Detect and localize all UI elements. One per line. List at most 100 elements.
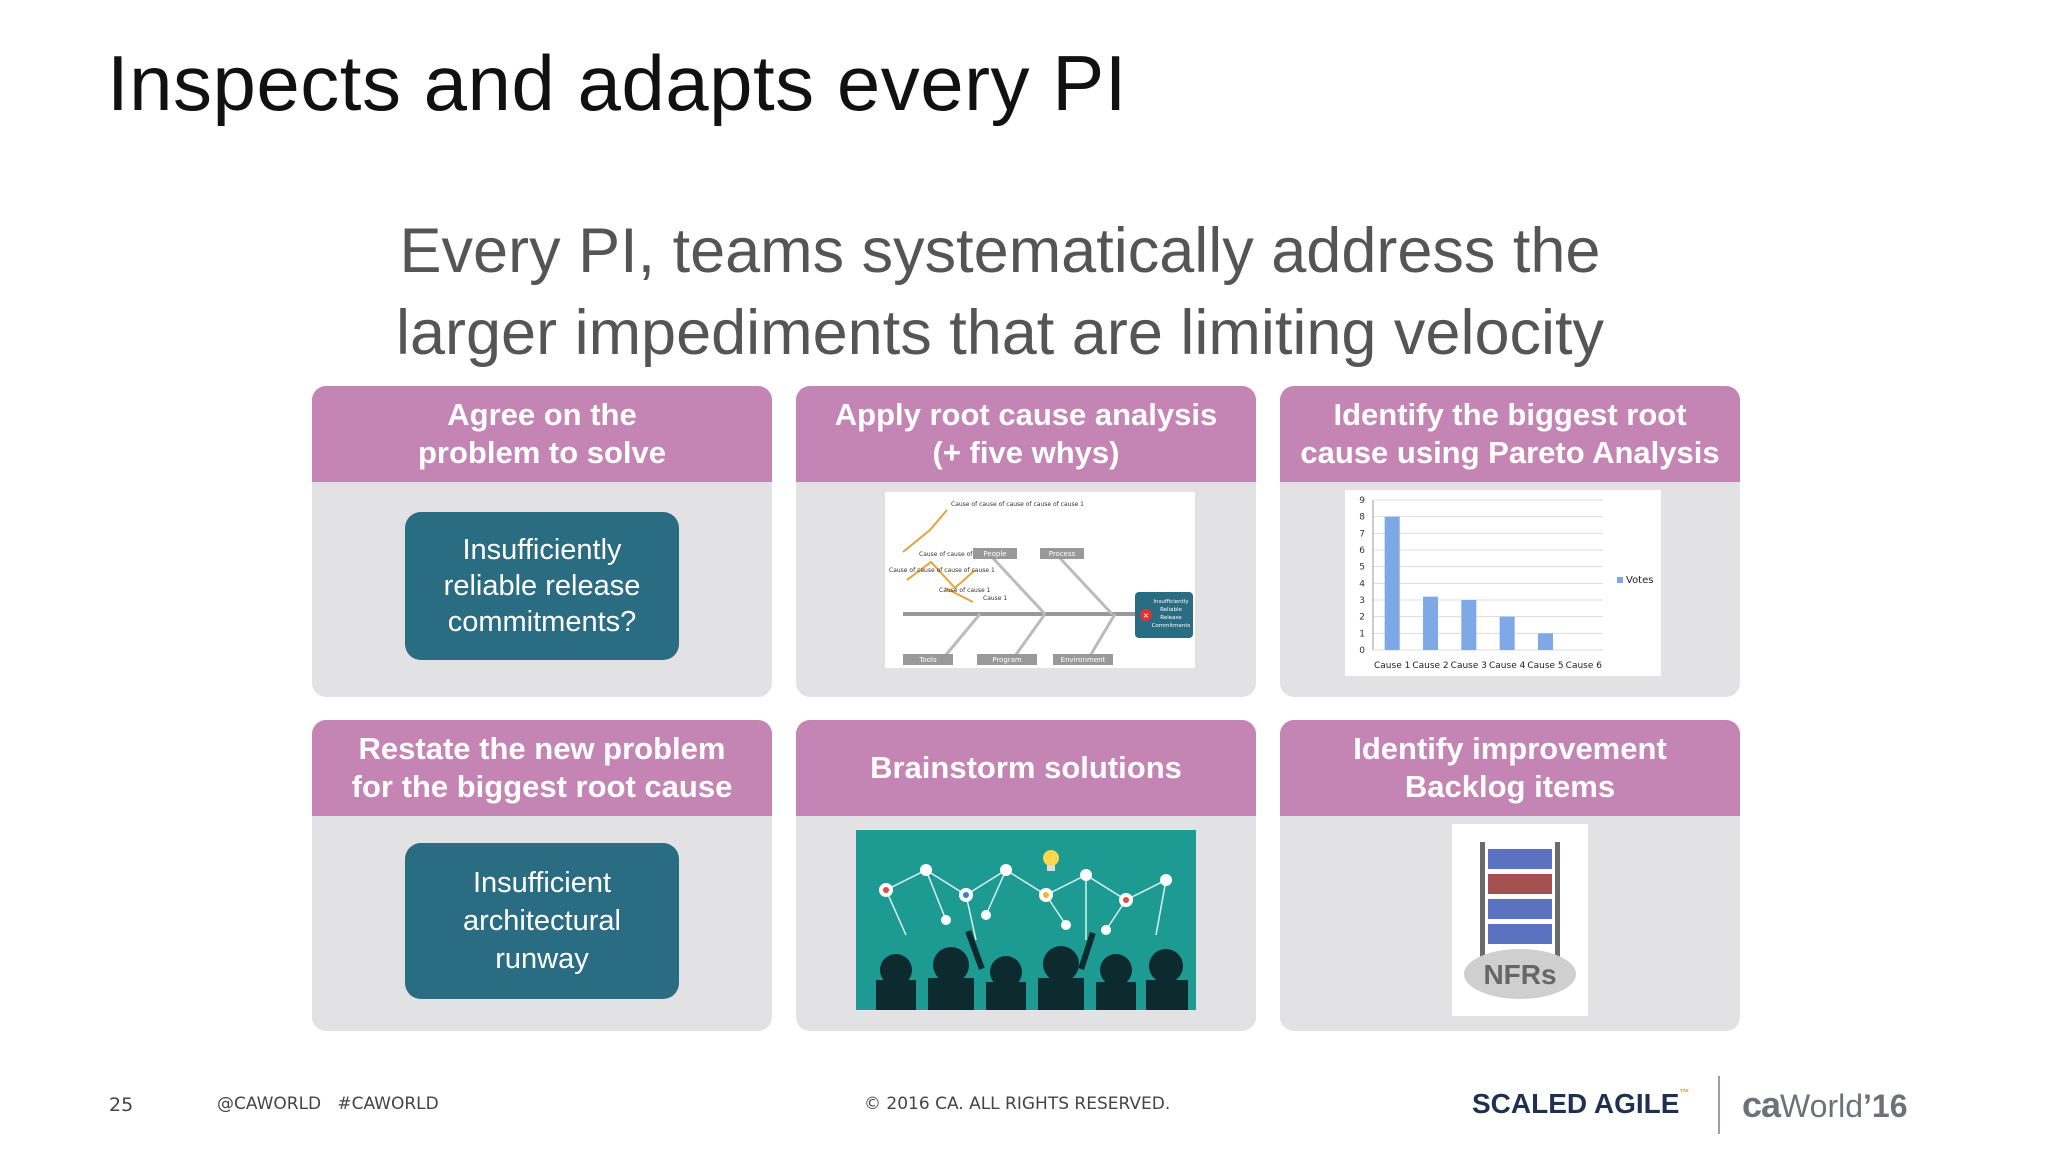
- bone-environment: [1088, 613, 1117, 657]
- card-header-line-2: (+ five whys): [932, 435, 1120, 470]
- y-tick-label: 1: [1359, 629, 1365, 639]
- backlog-rail-right: [1555, 842, 1560, 964]
- idea-network-lines: [885, 869, 1167, 941]
- category-process-box: [1040, 548, 1084, 559]
- x-tick-label: Cause 1: [1374, 661, 1410, 671]
- nfr-label: NFRs: [1483, 959, 1556, 990]
- ca-wordmark: ca: [1742, 1084, 1781, 1125]
- audience-silhouettes: [876, 930, 1188, 1010]
- legend-swatch: [1617, 577, 1623, 583]
- category-environment: Environment: [1061, 656, 1106, 664]
- card-header-line-1: Agree on the: [447, 397, 637, 432]
- bar-cause-5: [1538, 633, 1553, 650]
- card-header-line-1: Apply root cause analysis: [834, 397, 1218, 432]
- cause-label-1: Cause of cause of cause of cause of caus…: [951, 501, 1084, 508]
- card-header: Restate the new problem for the biggest …: [312, 720, 772, 816]
- card-header: Apply root cause analysis (+ five whys): [796, 386, 1256, 482]
- card-header-line-2: problem to solve: [417, 435, 667, 470]
- bar-cause-4: [1499, 616, 1515, 650]
- logo-divider: [1718, 1076, 1720, 1134]
- scaled-agile-wordmark: SCALED AGILE: [1472, 1088, 1680, 1119]
- category-tools: Tools: [918, 656, 937, 664]
- bone-process: [1055, 553, 1114, 616]
- card-header: Identify the biggest root cause using Pa…: [1280, 386, 1740, 482]
- nfr-svg: NFRs: [1464, 842, 1576, 999]
- card-brainstorm-solutions: Brainstorm solutions: [796, 720, 1256, 1031]
- problem-line-2: reliable release: [443, 570, 641, 602]
- x-tick-label: Cause 5: [1527, 661, 1563, 671]
- scaled-agile-tm: ™: [1679, 1088, 1690, 1099]
- brainstorm-illustration: [856, 830, 1196, 1010]
- effect-line-4: Commitments: [1152, 623, 1191, 629]
- cause-label-3: Cause of cause of cause of cause 1: [889, 567, 995, 574]
- y-tick-label: 5: [1359, 563, 1365, 573]
- category-tools-box: [903, 654, 953, 665]
- y-tick-label: 0: [1359, 646, 1365, 656]
- card-header-line-1: Brainstorm solutions: [870, 750, 1182, 785]
- backlog-item-3: [1488, 899, 1552, 919]
- backlog-item-1: [1488, 849, 1552, 869]
- y-tick-label: 8: [1359, 513, 1365, 523]
- card-agree-problem: Agree on the problem to solve Insufficie…: [312, 386, 772, 697]
- error-icon: [1140, 609, 1152, 621]
- problem-line-1: Insufficiently: [462, 534, 622, 566]
- ca-world-logo: caWorld’16: [1742, 1084, 1908, 1126]
- y-tick-label: 3: [1359, 596, 1365, 606]
- world-year: ’16: [1863, 1088, 1908, 1124]
- cause-label-2: Cause of cause of cause 1: [919, 551, 998, 558]
- backlog-item-2: [1488, 874, 1552, 894]
- card-header: Identify improvement Backlog items: [1280, 720, 1740, 816]
- card-root-cause-analysis: Apply root cause analysis (+ five whys) …: [796, 386, 1256, 697]
- bar-cause-3: [1461, 600, 1477, 650]
- effect-line-1: Insufficiently: [1153, 599, 1189, 605]
- svg-text:×: ×: [1143, 611, 1150, 620]
- five-whys-arrow-3: [944, 587, 974, 603]
- scaled-agile-logo: SCALED AGILE™: [1472, 1088, 1689, 1120]
- five-whys-arrow-2: [906, 560, 976, 590]
- nfr-ellipse: [1464, 949, 1576, 999]
- card-header-line-2: for the biggest root cause: [351, 769, 733, 804]
- subtitle-line-2: larger impediments that are limiting vel…: [396, 298, 1604, 368]
- cause-label-5: Cause 1: [983, 595, 1007, 602]
- problem-line-3: commitments?: [447, 606, 637, 638]
- restated-line-1: Insufficient: [472, 867, 612, 899]
- five-whys-arrow-1: [902, 509, 948, 553]
- y-tick-label: 4: [1359, 579, 1365, 589]
- bone-people: [988, 553, 1047, 616]
- x-tick-label: Cause 2: [1412, 661, 1448, 671]
- idea-accent-nodes: [883, 887, 1129, 903]
- y-tick-label: 6: [1359, 546, 1365, 556]
- restated-line-3: runway: [495, 943, 589, 975]
- x-tick-label: Cause 6: [1566, 661, 1603, 671]
- y-tick-label: 9: [1359, 496, 1365, 506]
- bone-program: [1013, 613, 1047, 657]
- effect-line-2: Reliable: [1160, 607, 1182, 613]
- cause-label-4: Cause of cause 1: [939, 587, 991, 594]
- restated-problem-box: Insufficient architectural runway: [405, 843, 679, 999]
- problem-statement-box: Insufficiently reliable release commitme…: [405, 512, 679, 660]
- x-tick-label: Cause 3: [1451, 661, 1487, 671]
- nfr-backlog-illustration: NFRs: [1452, 824, 1588, 1016]
- world-wordmark: World: [1780, 1088, 1864, 1124]
- card-improvement-backlog: Identify improvement Backlog items NFRs: [1280, 720, 1740, 1031]
- effect-line-3: Release: [1160, 615, 1182, 621]
- backlog-rail-left: [1480, 842, 1485, 964]
- card-header-line-2: Backlog items: [1404, 769, 1616, 804]
- lightbulb-icon: [1043, 850, 1059, 866]
- category-program: Program: [992, 656, 1022, 664]
- category-people: People: [983, 550, 1006, 558]
- copyright: © 2016 CA. ALL RIGHTS RESERVED.: [864, 1094, 1171, 1114]
- social-handles: @CAWORLD #CAWORLD: [217, 1094, 439, 1114]
- legend-label: Votes: [1626, 575, 1653, 586]
- page-number: 25: [109, 1094, 134, 1116]
- bone-tools: [943, 613, 982, 657]
- category-process: Process: [1049, 550, 1076, 558]
- category-program-box: [977, 654, 1037, 665]
- bar-cause-1: [1384, 516, 1400, 650]
- card-header-line-2: cause using Pareto Analysis: [1300, 435, 1720, 470]
- y-tick-label: 7: [1359, 529, 1365, 539]
- subtitle-line-1: Every PI, teams systematically address t…: [399, 216, 1601, 286]
- backlog-item-4: [1488, 924, 1552, 944]
